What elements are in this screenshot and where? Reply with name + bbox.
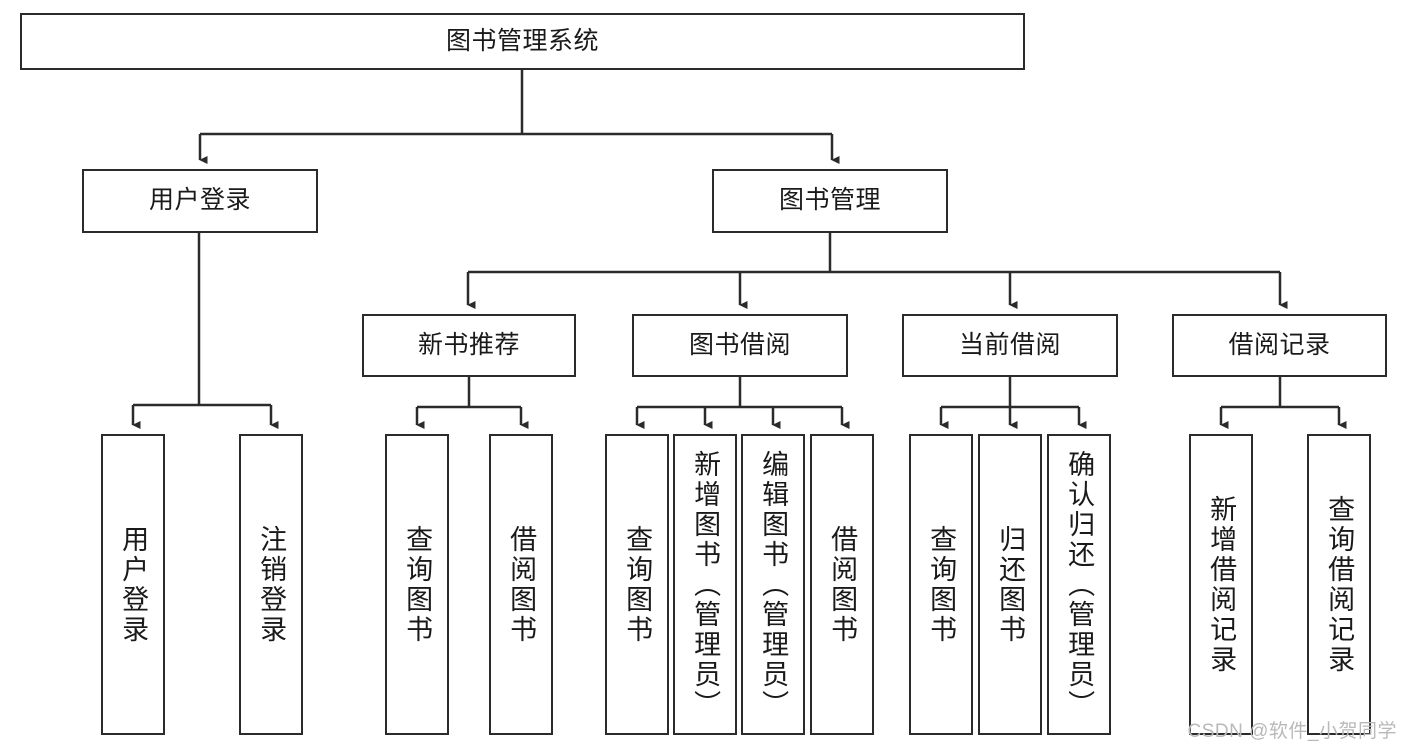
node-leaf-query-book-2[interactable]: 查询图书 [605,434,669,735]
node-book-manage-label: 图书管理 [778,186,881,215]
node-leaf-add-book[interactable]: 新增图书（管理员） [673,434,737,735]
node-leaf-borrow-book-2-label: 借阅图书 [827,524,858,645]
node-new-book-rec[interactable]: 新书推荐 [362,314,576,377]
node-leaf-user-login[interactable]: 用户登录 [101,434,165,735]
node-leaf-query-book-3[interactable]: 查询图书 [909,434,973,735]
node-leaf-logout[interactable]: 注销登录 [239,434,303,735]
node-leaf-query-record[interactable]: 查询借阅记录 [1307,434,1371,735]
node-leaf-edit-book[interactable]: 编辑图书（管理员） [741,434,805,735]
node-leaf-query-book-1-label: 查询图书 [402,524,433,645]
node-current-borrow[interactable]: 当前借阅 [902,314,1118,377]
node-user-login[interactable]: 用户登录 [82,169,318,233]
node-book-borrow[interactable]: 图书借阅 [632,314,848,377]
node-leaf-return-book-label: 归还图书 [995,524,1026,645]
node-leaf-borrow-book-1-label: 借阅图书 [506,524,537,645]
node-current-borrow-label: 当前借阅 [958,330,1061,359]
node-leaf-confirm-return-label: 确认归还（管理员） [1064,449,1095,720]
node-root[interactable]: 图书管理系统 [20,13,1025,70]
node-leaf-add-record[interactable]: 新增借阅记录 [1189,434,1253,735]
node-book-manage[interactable]: 图书管理 [712,169,948,233]
node-borrow-record-label: 借阅记录 [1228,330,1331,359]
node-leaf-borrow-book-2[interactable]: 借阅图书 [810,434,874,735]
node-leaf-query-book-1[interactable]: 查询图书 [385,434,449,735]
node-leaf-query-book-3-label: 查询图书 [926,524,957,645]
node-leaf-add-book-label: 新增图书（管理员） [690,449,721,720]
node-borrow-record[interactable]: 借阅记录 [1172,314,1387,377]
node-leaf-logout-label: 注销登录 [256,524,287,645]
node-leaf-add-record-label: 新增借阅记录 [1206,494,1237,675]
node-leaf-edit-book-label: 编辑图书（管理员） [758,449,789,720]
node-leaf-user-login-label: 用户登录 [118,524,149,645]
node-root-label: 图书管理系统 [445,26,599,55]
node-leaf-query-record-label: 查询借阅记录 [1324,494,1355,675]
node-leaf-confirm-return[interactable]: 确认归还（管理员） [1047,434,1111,735]
node-leaf-query-book-2-label: 查询图书 [622,524,653,645]
node-leaf-borrow-book-1[interactable]: 借阅图书 [489,434,553,735]
node-book-borrow-label: 图书借阅 [688,330,791,359]
node-new-book-rec-label: 新书推荐 [417,330,520,359]
node-leaf-return-book[interactable]: 归还图书 [978,434,1042,735]
node-user-login-label: 用户登录 [148,186,251,215]
